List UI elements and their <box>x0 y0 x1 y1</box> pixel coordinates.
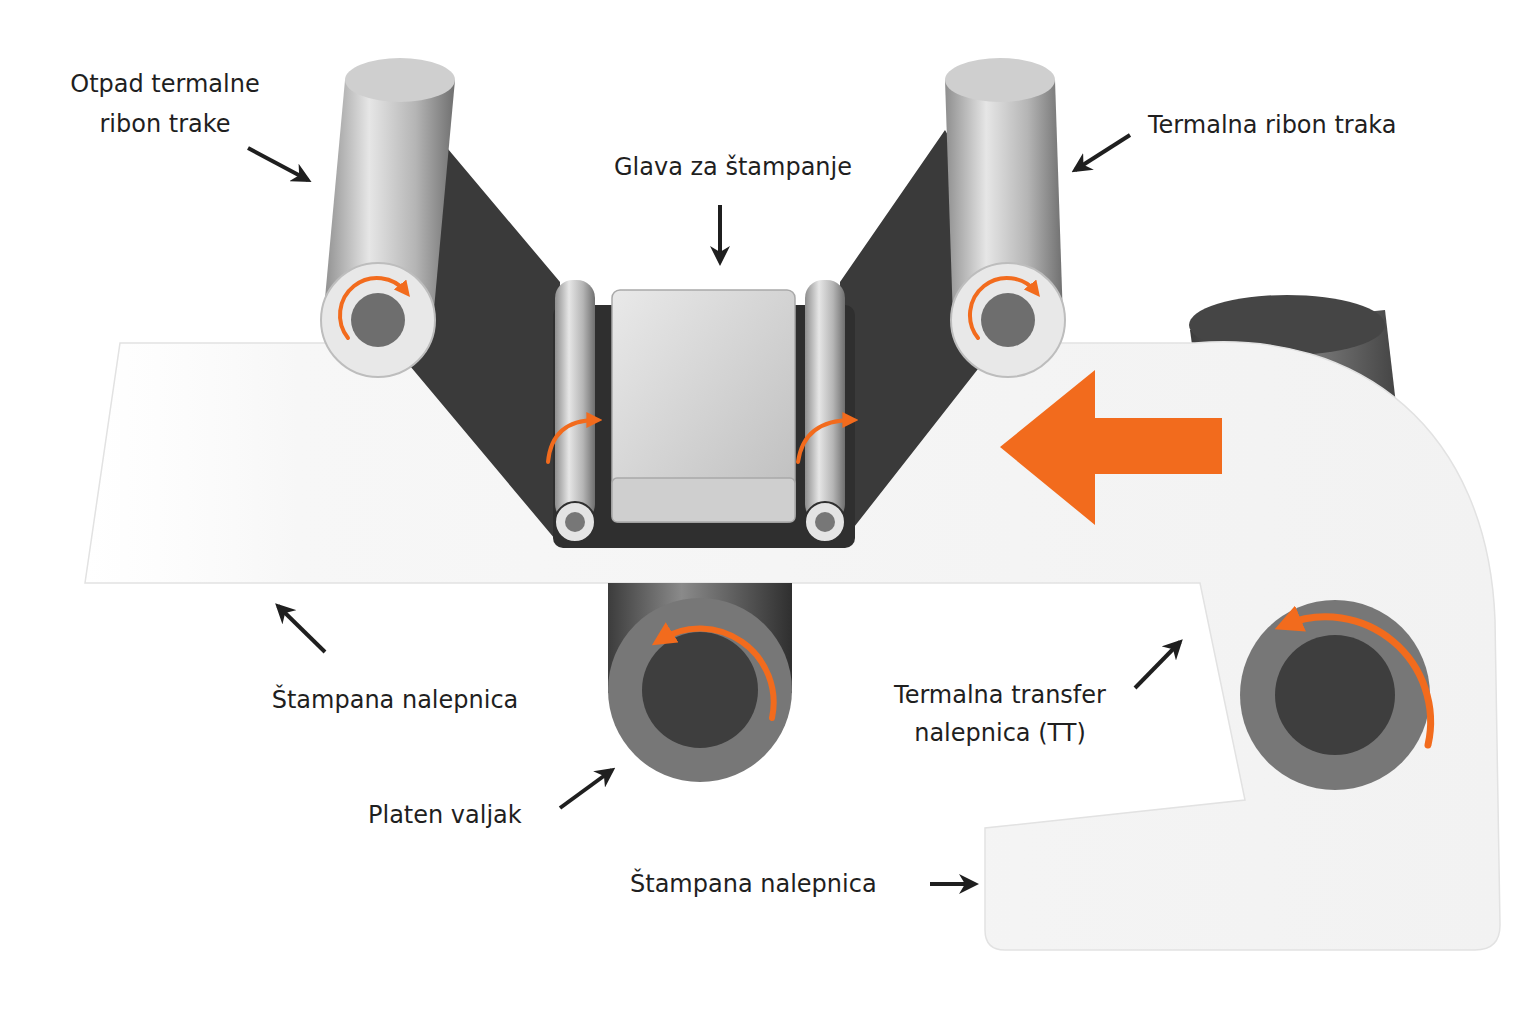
part-label: Štampana nalepnica <box>630 864 930 904</box>
ribbon-roll-hole <box>981 293 1035 347</box>
part-label: Štampana nalepnica <box>230 680 560 720</box>
guide-roller-left-face <box>555 502 595 542</box>
waste-roll-face <box>321 263 435 377</box>
waste-roll-top <box>345 58 455 102</box>
feed-direction-arrow <box>1000 370 1222 525</box>
leader-arrow <box>560 770 612 808</box>
leader-arrow <box>248 148 308 180</box>
rotation-arrow <box>798 420 852 462</box>
guide-roller-right <box>805 280 845 522</box>
leader-arrow <box>1135 642 1180 688</box>
part-label: Platen valjak <box>368 795 568 835</box>
label-roll-face <box>1240 600 1430 790</box>
label-roll-hole <box>1275 635 1395 755</box>
leader-arrow <box>718 205 722 262</box>
platen-face <box>608 598 792 782</box>
part-label: Glava za štampanje <box>583 147 883 187</box>
print-head-edge <box>612 478 795 522</box>
rotation-arrows <box>340 278 1431 745</box>
guide-roller-left-hole <box>565 512 585 532</box>
part-label: Otpad termalne ribon trake <box>40 64 290 144</box>
leader-arrows <box>248 135 1180 884</box>
guide-roller-left <box>555 280 595 522</box>
guide-roller-right-face <box>805 502 845 542</box>
rotation-arrow <box>970 278 1036 338</box>
platen-hole <box>642 632 758 748</box>
rotation-arrow <box>340 278 406 338</box>
guide-roller-right-hole <box>815 512 835 532</box>
print-head <box>612 290 795 522</box>
rotation-arrow <box>1285 617 1431 745</box>
rotation-arrow <box>548 420 596 462</box>
leader-arrow <box>930 882 975 886</box>
ribbon-roll-face <box>951 263 1065 377</box>
rotation-arrow <box>660 628 774 718</box>
part-label: Termalna transfer nalepnica (TT) <box>855 676 1145 752</box>
leader-arrow <box>1075 135 1130 170</box>
part-label: Termalna ribon traka <box>1148 105 1478 145</box>
ribbon-roll-top <box>945 58 1055 102</box>
leader-arrow <box>278 606 325 652</box>
waste-roll-hole <box>351 293 405 347</box>
